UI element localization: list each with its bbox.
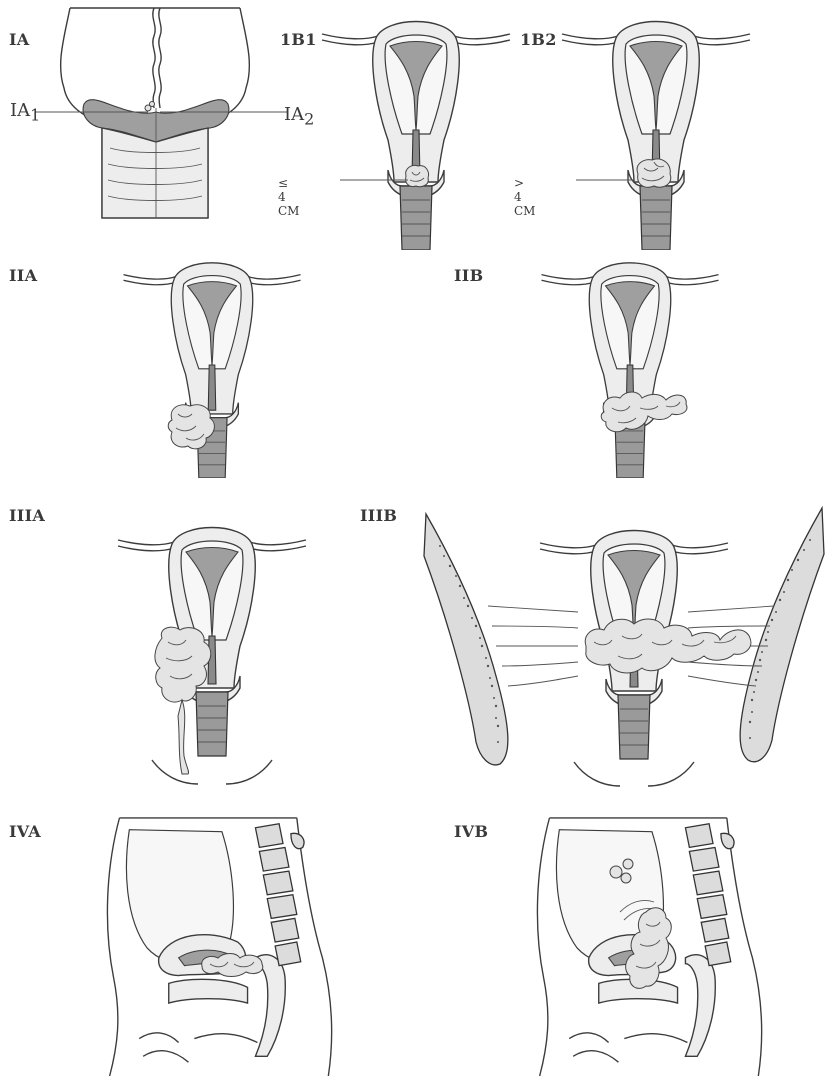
iva-illustration [96, 810, 340, 1076]
iiib-vulva-outline [574, 762, 694, 790]
iiib-tumor [582, 612, 754, 686]
label-iia: IIA [9, 266, 37, 285]
1b1-leader-line [340, 178, 410, 182]
label-ia2-sub: 2 [304, 110, 314, 129]
label-ia1: IA1 [10, 100, 40, 125]
ia-illustration [50, 8, 260, 218]
1b1-illustration [316, 10, 516, 250]
ivb-tumor [606, 852, 686, 1002]
1b2-illustration [556, 10, 756, 250]
label-1b1-size: ≤ 4 CM [278, 176, 299, 218]
1b1-tumor [402, 162, 432, 190]
label-1b2: 1B2 [520, 30, 557, 49]
label-iva: IVA [9, 822, 41, 841]
iib-tumor [600, 386, 692, 438]
label-iib: IIB [454, 266, 483, 285]
iva-tumor [200, 950, 266, 978]
label-iiia: IIIA [9, 506, 45, 525]
iiia-tumor [152, 626, 218, 774]
label-1b1: 1B1 [280, 30, 317, 49]
label-iiib: IIIB [360, 506, 397, 525]
iib-illustration [530, 252, 730, 478]
iia-tumor [166, 400, 222, 452]
label-ia1-main: IA [10, 100, 30, 121]
label-ivb: IVB [454, 822, 488, 841]
1b2-tumor [634, 156, 674, 190]
label-1b2-size: > 4 CM [514, 176, 535, 218]
label-ia2: IA2 [284, 104, 314, 129]
label-ia2-main: IA [284, 104, 304, 125]
label-ia: IA [9, 30, 30, 49]
label-ia1-sub: 1 [30, 106, 40, 125]
1b2-leader-line [576, 178, 636, 182]
